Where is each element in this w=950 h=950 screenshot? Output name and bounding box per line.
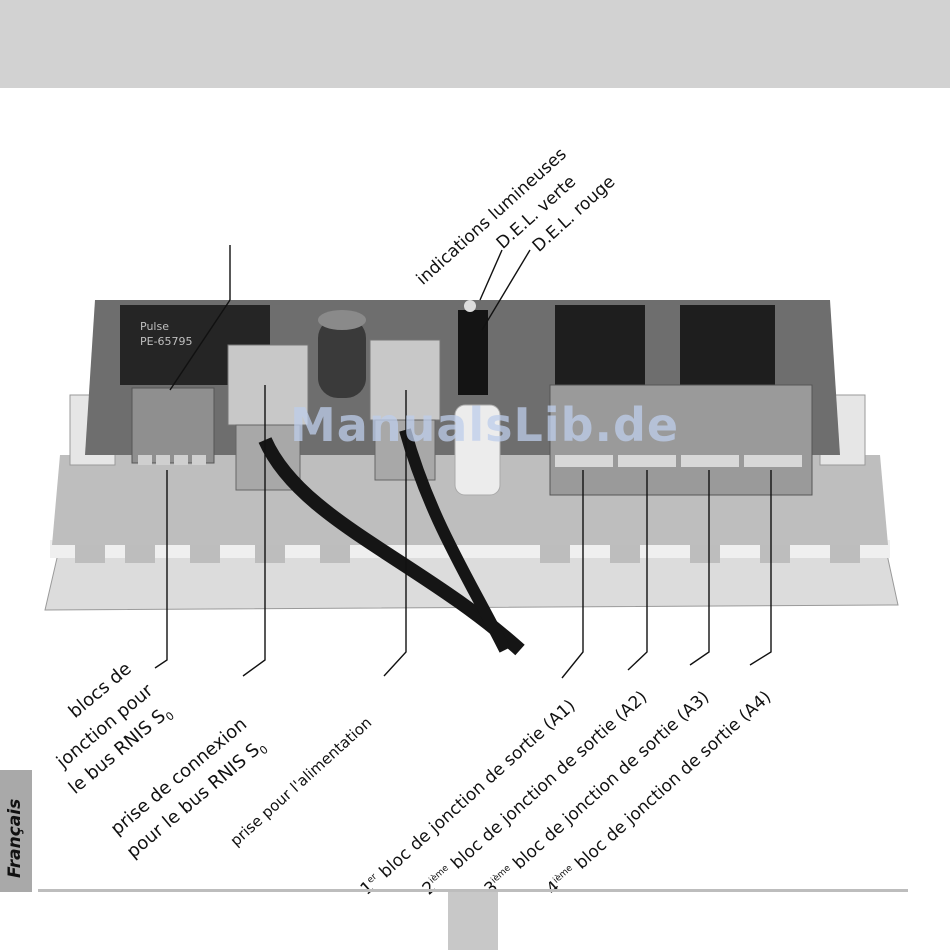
transformer-model: PE-65795 <box>140 335 193 348</box>
page-number-box <box>448 892 498 950</box>
language-tab <box>0 770 32 892</box>
footer-rule <box>38 889 908 892</box>
header-band <box>0 0 950 88</box>
watermark: ManualsLib.de <box>290 398 680 452</box>
transformer-brand: Pulse <box>140 320 169 333</box>
language-tab-label: Français <box>5 798 25 878</box>
